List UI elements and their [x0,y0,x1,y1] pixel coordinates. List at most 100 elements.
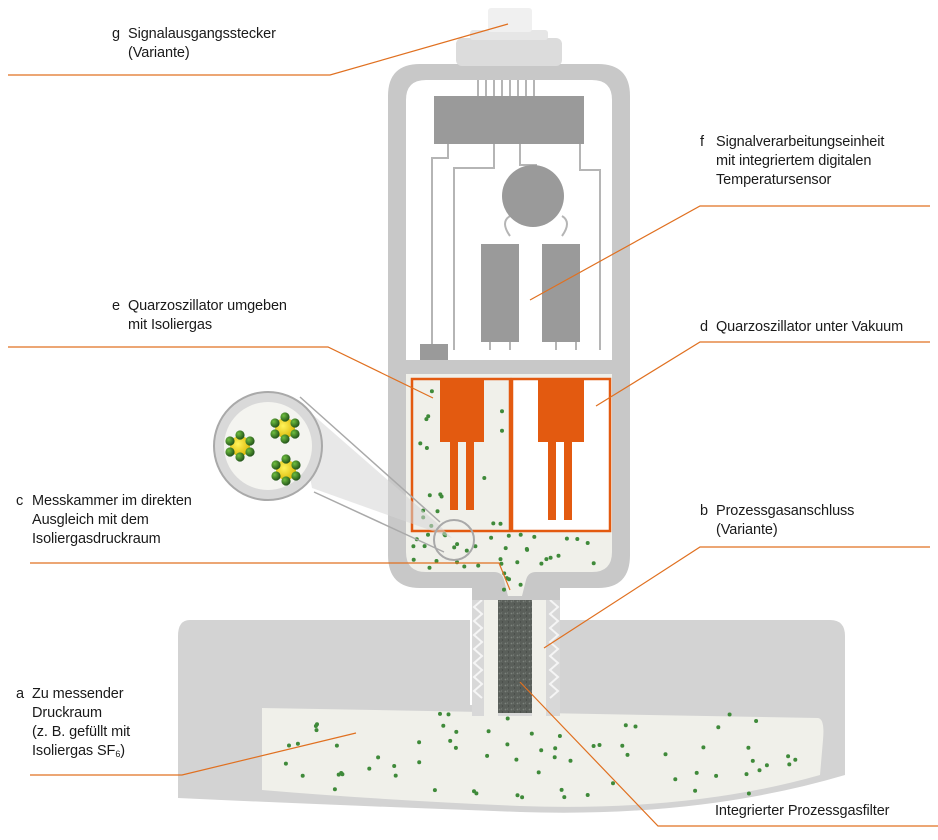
gas-particle [515,793,520,798]
label-b-letter: b [700,503,708,519]
gas-particle [315,722,319,727]
gas-particle [441,723,446,728]
label-a-line4-text: Isoliergas SF [32,743,116,759]
gas-particle [287,743,291,748]
gas-particle [503,546,508,551]
gas-particle [757,768,762,773]
gas-particle [426,532,430,537]
leader-b [543,546,930,649]
label-e: e Quarzoszillator umgeben mit Isoliergas [112,297,287,335]
label-d-letter: d [700,319,708,335]
gas-particle [392,764,397,768]
gas-particle [506,533,511,538]
label-c: c Messkammer im direkten Ausgleich mit d… [16,492,192,549]
gas-particle [727,712,732,717]
gas-particle [693,788,698,793]
gas-particle [334,743,339,748]
gas-particle [393,773,398,778]
label-g: g Signalausgangsstecker (Variante) [112,25,276,63]
gas-particle [744,772,749,777]
sf6-molecule [225,430,255,462]
gas-particle [548,555,553,560]
gas-particle [462,564,467,569]
gas-particle [568,758,573,763]
gas-particle [417,760,422,765]
gas-particle [482,476,487,480]
gas-particle [454,729,459,734]
gas-particle [429,389,434,394]
gas-particle [424,417,429,422]
gas-particle [452,545,457,550]
gas-particle [793,757,798,762]
gas-particle [314,728,319,733]
gas-particle [367,766,372,771]
gas-particle [498,557,503,562]
signal-processing-unit [420,80,601,360]
gas-particle [411,544,416,549]
gas-particle [625,752,630,757]
label-d-line1: Quarzoszillator unter Vakuum [716,319,904,335]
gas-particle [498,521,503,526]
gas-particle [434,559,439,563]
label-f-line3: Temperatursensor [716,172,832,188]
gas-particle [562,795,567,800]
gas-particle [448,738,453,743]
label-e-line2: mit Isoliergas [128,317,213,333]
label-a-line4-close: ) [120,743,125,759]
label-g-letter: g [112,26,120,42]
gas-particle [673,777,678,782]
label-f: f Signalverarbeitungseinheit mit integri… [700,133,885,190]
gas-particle [339,771,344,775]
sf6-molecule [271,454,301,486]
label-a-line4: Isoliergas SF6) [32,742,130,764]
gas-particle [300,773,305,778]
leader-a [30,732,357,776]
leader-e [8,346,434,399]
gas-particle [564,536,569,541]
label-c-line3: Isoliergasdruckraum [32,531,161,547]
gas-particle [427,565,432,570]
gas-particle [332,787,337,792]
gas-particle [746,791,751,796]
gas-particle [633,724,638,729]
label-c-letter: c [16,493,24,509]
gas-particle [505,742,510,747]
label-a-line1: Zu messender [32,686,124,702]
gas-particle [411,557,416,562]
gas-particle [754,719,759,723]
gas-particle [505,716,510,721]
gas-particle [525,547,530,552]
gas-particle [502,587,506,592]
gas-particle [283,761,288,766]
gas-particle [426,414,431,419]
gas-particle [539,561,544,566]
gas-particle [556,553,561,558]
molecule-magnifier [213,391,475,561]
gas-particle [427,493,432,498]
label-f-line1: Signalverarbeitungseinheit [716,134,885,150]
gas-particle [620,743,625,748]
gas-particle [597,743,602,747]
label-b: b Prozessgasanschluss (Variante) [700,502,854,540]
label-a-line3: (z. B. gefüllt mit [32,724,131,740]
gas-particle [746,745,751,750]
label-c-line2: Ausgleich mit dem [32,512,149,528]
gas-particle [464,548,469,553]
gas-particle [532,534,537,539]
gas-particle [432,788,437,793]
leader-lines [8,23,938,827]
gas-particle [472,789,476,794]
leader-f [529,205,930,301]
gas-particle [453,745,458,750]
gas-particle [489,535,494,540]
gas-particle [486,729,491,734]
gas-particle [714,773,719,778]
label-f-line2: mit integriertem digitalen [716,153,872,169]
gas-particle [591,561,596,566]
gas-particle [520,795,525,800]
sf6-molecule [270,412,300,444]
gas-particle [591,744,596,748]
gas-particle [694,770,699,775]
gas-particle [515,560,520,565]
label-g-line2: (Variante) [128,45,190,61]
